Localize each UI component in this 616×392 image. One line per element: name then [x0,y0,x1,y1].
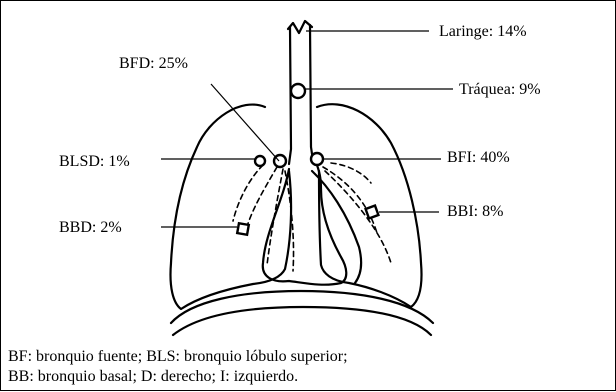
trachea-left-wall [289,27,291,164]
heart-outline [263,165,346,285]
leader-bfd [211,84,279,161]
label-bbd: BBD: 2% [59,219,122,237]
bbd-mark-icon [237,223,249,235]
label-traquea: Tráquea: 9% [459,81,541,99]
right-bronchus-branch-3 [285,171,294,271]
left-bronchus-branch-2 [325,171,391,263]
trachea-right-wall [310,25,313,161]
blsd-mark-icon [255,156,265,166]
diaphragm-lower [173,307,431,335]
legend-line-1: BF: bronquio fuente; BLS: bronquio lóbul… [8,347,348,367]
right-bronchus-branch-2 [267,169,283,265]
right-lung-outline [170,105,291,309]
left-lung-outline [317,104,422,307]
legend-line-2: BB: bronquio basal; D: derecho; I: izqui… [8,367,348,387]
right-upper-branch [233,165,263,221]
bfi-mark-icon [311,153,323,165]
label-bfi: BFI: 40% [447,149,510,167]
legend: BF: bronquio fuente; BLS: bronquio lóbul… [8,347,348,387]
label-bbi: BBI: 8% [447,203,503,221]
trachea-mark-icon [291,84,305,98]
left-bronchus-branch-3 [331,163,371,183]
bbi-mark-icon [366,206,379,219]
label-blsd: BLSD: 1% [59,153,130,171]
label-laringe: Laringe: 14% [439,23,527,41]
label-bfd: BFD: 25% [119,55,188,73]
